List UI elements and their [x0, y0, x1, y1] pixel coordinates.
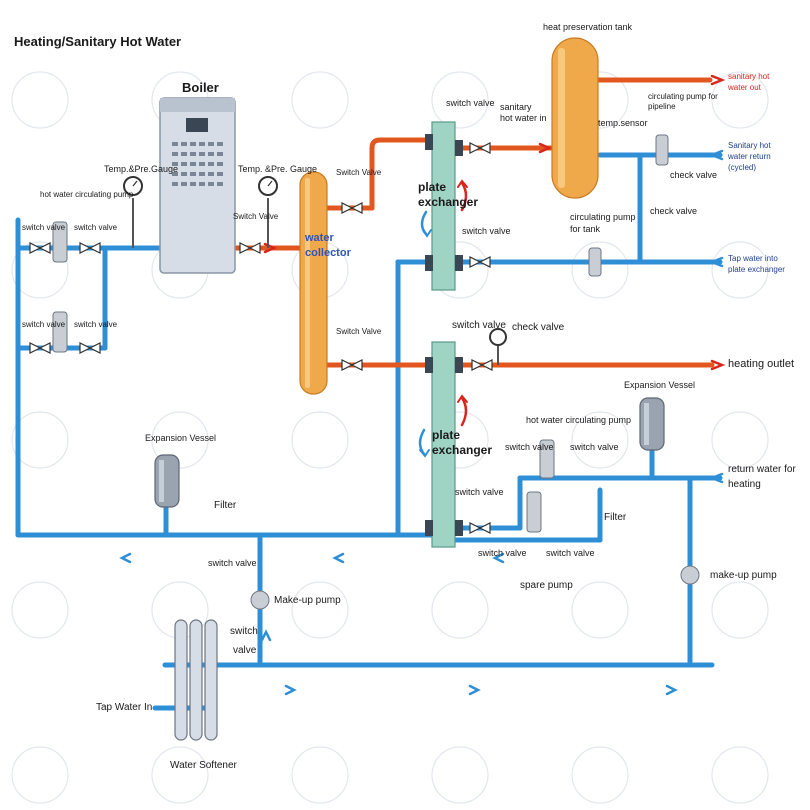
expansion-vessel-right-label: Expansion Vessel	[624, 380, 696, 390]
circulating-pump-pipeline-label-1: circulating pump for	[648, 92, 718, 101]
water-collector	[299, 171, 328, 395]
check-valve-label-1: check valve	[670, 170, 718, 180]
temp-pre-gauge-left-label: Temp.&Pre.Gauge	[104, 164, 179, 174]
switch-valve-label-1: switch valve	[22, 223, 66, 232]
water-collector-label-1: water	[305, 232, 334, 244]
circulating-pump-tank-label-1: circulating pump	[570, 212, 636, 222]
switch-valve-ex-lower-label: switch valve	[455, 487, 504, 497]
expansion-vessel-left	[154, 454, 180, 508]
sanitary-hot-water-out-label-1: sanitary hot	[728, 72, 770, 81]
sanitary-hot-water-in-label-2: hot water in	[500, 113, 547, 123]
plate-exchanger-upper-label-2: exchanger	[418, 195, 479, 209]
hot-water-circulating-pump-small-label: hot water circulating pump	[40, 190, 134, 199]
temp-pressure-gauge-left	[123, 176, 143, 248]
filter-left-label: Filter	[214, 500, 237, 511]
flow-arrows	[119, 74, 726, 696]
valves	[29, 142, 493, 534]
switch-valve-label-2: switch valve	[74, 223, 118, 232]
make-up-pump-right-label: make-up pump	[710, 570, 777, 581]
filter-right-label: Filter	[604, 512, 627, 523]
plate-exchanger-lower-label-1: plate	[432, 428, 461, 442]
return-water-for-heating-label-1: return water for	[728, 464, 796, 475]
plate-exchanger-upper	[425, 121, 463, 291]
water-softener	[174, 619, 218, 741]
pumps	[52, 134, 700, 610]
switch-valve-filter-label: switch valve	[208, 558, 257, 568]
switch-valve-heating-label: switch valve	[452, 320, 506, 331]
switch-valve-collector-lower-label: Switch Valve	[336, 327, 382, 336]
temp-pressure-gauge-heating	[489, 328, 507, 365]
tap-water-into-plate-exchanger-label-1: Tap water into	[728, 254, 778, 263]
heat-preservation-tank	[551, 37, 599, 199]
spare-pump-label: spare pump	[520, 580, 573, 591]
switch-valve-circ-right-label: switch valve	[570, 442, 619, 452]
plate-exchanger-lower-label-2: exchanger	[432, 443, 493, 457]
tap-water-in-label: Tap Water In	[96, 702, 153, 713]
return-water-for-heating-label-2: heating	[728, 479, 761, 490]
sanitary-hot-water-return-label-1: Sanitary hot	[728, 141, 771, 150]
hot-water-circulating-pump-label: hot water circulating pump	[526, 415, 632, 425]
expansion-vessel-left-label: Expansion Vessel	[145, 433, 217, 443]
plate-exchanger-upper-label-1: plate	[418, 180, 447, 194]
temp-sensor-label: temp.sensor	[598, 118, 648, 128]
cold-pipes	[15, 152, 723, 711]
switch-valve-boiler-label: Switch Valve	[233, 212, 279, 221]
watermark-layer	[11, 71, 769, 804]
switch-valve-spare-left-label: switch valve	[478, 548, 527, 558]
expansion-vessel-right	[639, 397, 665, 451]
switch-valve-label-3: switch valve	[22, 320, 66, 329]
sanitary-hot-water-return-label-3: (cycled)	[728, 163, 757, 172]
switch-valve-upper-label: switch valve	[446, 98, 495, 108]
boiler	[159, 97, 236, 274]
switch-valve-softener-label-1: switch	[230, 626, 258, 637]
switch-valve-spare-right-label: switch valve	[546, 548, 595, 558]
switch-valve-label-4: switch valve	[74, 320, 118, 329]
heat-preservation-tank-label: heat preservation tank	[543, 22, 633, 32]
switch-valve-softener-label-2: valve	[233, 645, 257, 656]
circulating-pump-pipeline-label-2: pipeline	[648, 102, 676, 111]
water-softener-label: Water Softener	[170, 760, 237, 771]
boiler-label: Boiler	[182, 80, 219, 95]
sanitary-hot-water-in-label-1: sanitary	[500, 102, 532, 112]
check-valve-heating-label: check valve	[512, 322, 565, 333]
sanitary-hot-water-out-label-2: water out	[728, 83, 761, 92]
sanitary-hot-water-return-label-2: water return	[728, 152, 771, 161]
make-up-pump-lower-label: Make-up pump	[274, 595, 341, 606]
circulating-pump-tank-label-2: for tank	[570, 224, 601, 234]
switch-valve-collector-upper-label: Switch Valve	[336, 168, 382, 177]
temp-pre-gauge-right-label: Temp. &Pre. Gauge	[238, 164, 318, 174]
heating-outlet-label: heating outlet	[728, 358, 795, 370]
tap-water-into-plate-exchanger-label-2: plate exchanger	[728, 265, 785, 274]
switch-valve-circ-left-label: switch valve	[505, 442, 554, 452]
page-title: Heating/Sanitary Hot Water	[14, 34, 182, 49]
temp-pressure-gauge-right	[258, 176, 278, 248]
switch-valve-tap-label: switch valve	[462, 226, 511, 236]
check-valve-label-2: check valve	[650, 206, 698, 216]
plate-exchanger-lower	[425, 341, 463, 548]
water-collector-label-2: collector	[305, 247, 351, 259]
